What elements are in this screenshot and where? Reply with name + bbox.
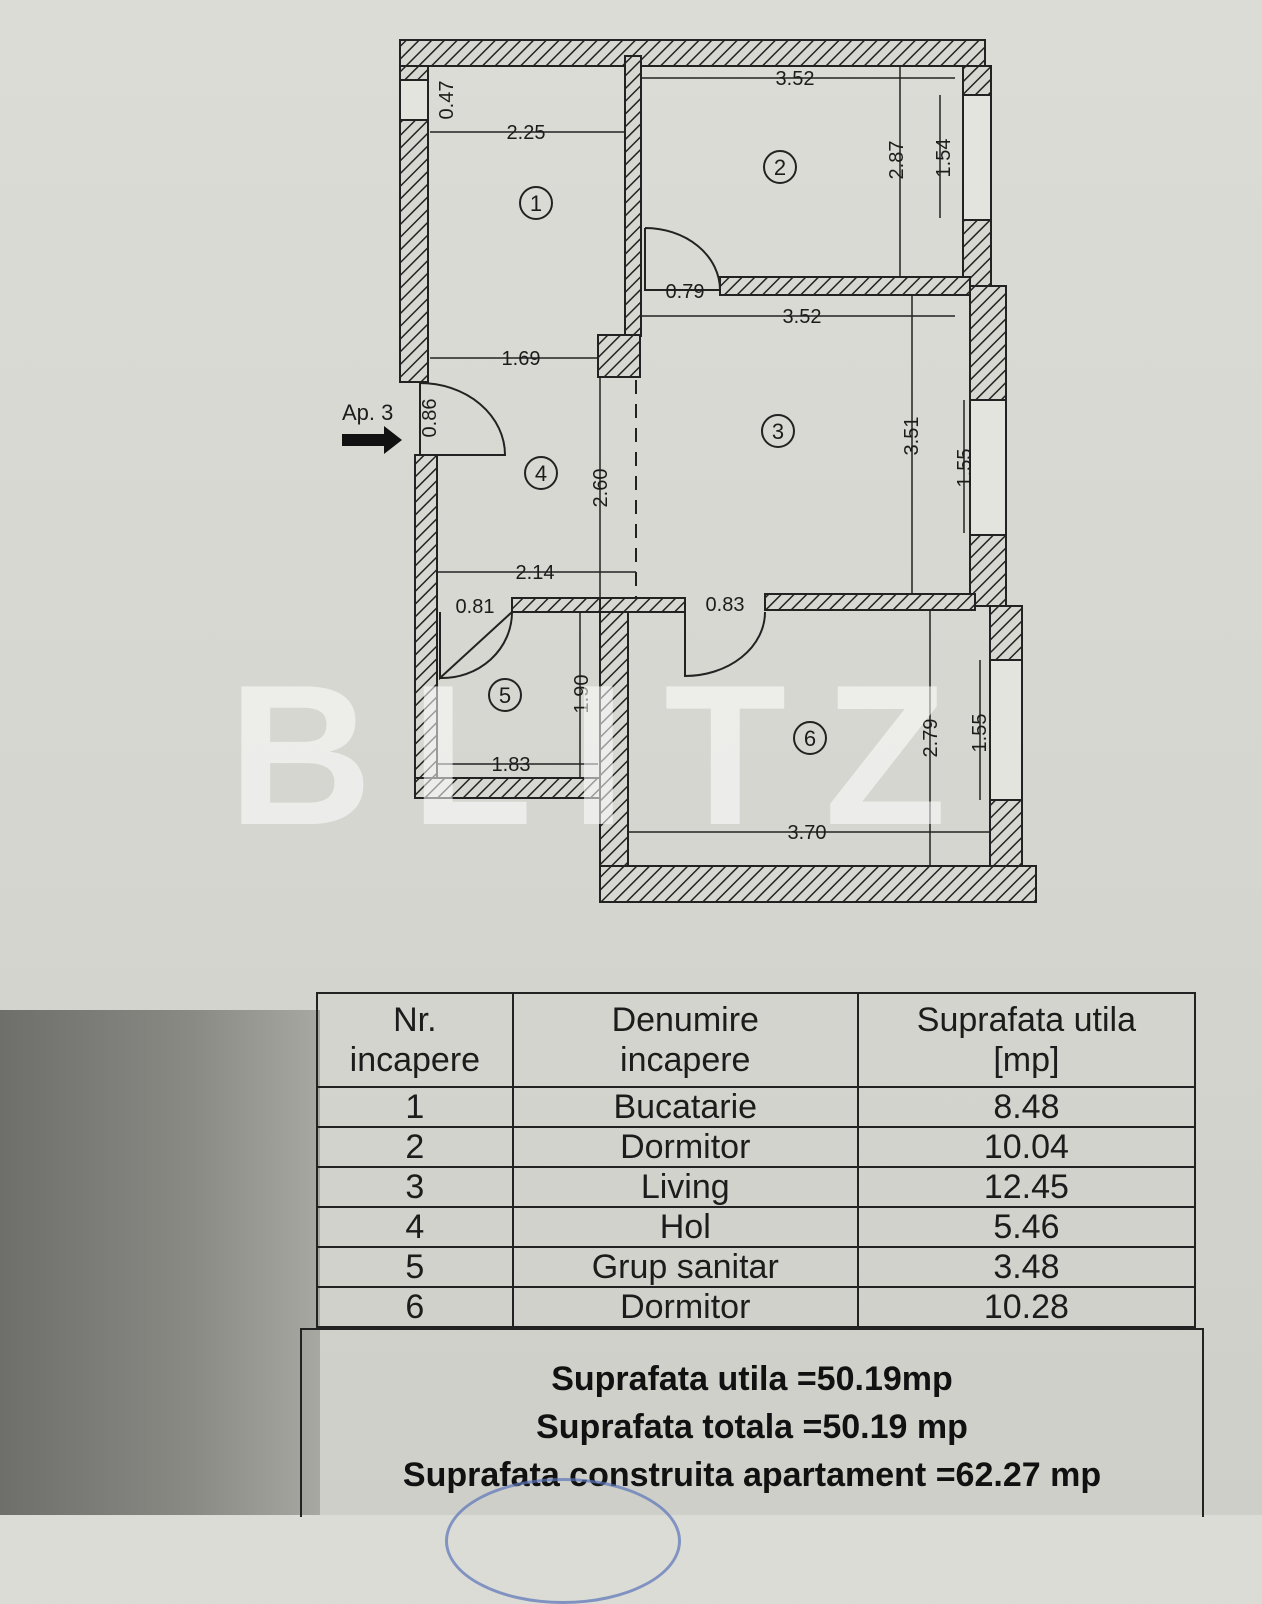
door-wc-arc: [439, 611, 513, 680]
dim-3-70: 3.70: [788, 822, 827, 844]
table-row: 1 Bucatarie 8.48: [316, 1086, 1197, 1128]
header-area: Suprafata utila[mp]: [856, 992, 1197, 1088]
wall-room6-top-left: [599, 597, 686, 613]
watermark: BLITZ: [228, 644, 985, 867]
cell-name: Grup sanitar: [511, 1246, 859, 1288]
photo-shadow: [0, 1010, 320, 1515]
wall-bottom: [599, 865, 1037, 903]
table-row: 2 Dormitor 10.04: [316, 1126, 1197, 1168]
area-summary: Suprafata utila =50.19mp Suprafata total…: [300, 1328, 1204, 1517]
wall-room6-top-right: [764, 593, 976, 611]
cell-area: 10.04: [856, 1126, 1197, 1168]
doors: [419, 227, 766, 681]
table-row: 4 Hol 5.46: [316, 1206, 1197, 1248]
dim-2-87: 2.87: [886, 141, 908, 180]
table-row: 3 Living 12.45: [316, 1166, 1197, 1208]
windows: [399, 79, 1023, 801]
window-kitchen: [399, 79, 429, 121]
door-room2: [644, 227, 722, 291]
dimension-labels: 0.47 2.25 3.52 2.87 1.54 0.79 3.52 1.69 …: [419, 68, 991, 844]
cell-name: Dormitor: [511, 1126, 859, 1168]
dim-2-60: 2.60: [590, 469, 612, 508]
dim-0-83: 0.83: [706, 594, 745, 616]
wall-left-room6: [599, 605, 629, 867]
wall-room2-bottom: [719, 276, 971, 296]
wall-column: [597, 334, 641, 378]
cell-area: 5.46: [856, 1206, 1197, 1248]
dim-0-81: 0.81: [456, 596, 495, 618]
dim-1-54: 1.54: [933, 139, 955, 178]
cell-name: Living: [511, 1166, 859, 1208]
dim-2-14: 2.14: [516, 562, 555, 584]
room-markers: [488, 150, 827, 755]
dim-3-52-top: 3.52: [776, 68, 815, 90]
dim-1-69: 1.69: [502, 348, 541, 370]
summary-built-area: Suprafata construita apartament =62.27 m…: [402, 1456, 1102, 1494]
window-room2: [962, 94, 992, 221]
wall-bottom-wc: [414, 777, 601, 799]
cell-area: 8.48: [856, 1086, 1197, 1128]
table-row: 6 Dormitor 10.28: [316, 1286, 1197, 1328]
window-room3: [969, 399, 1007, 536]
floor-plan: Ap. 3 1 2 3 4 5 6 0.47 2.25 3.52 2.87 1.…: [342, 39, 1037, 903]
header-nr: Nr.incapere: [316, 992, 514, 1088]
room-marker-2: 2: [774, 155, 786, 180]
window-room6: [989, 659, 1023, 801]
room-marker-5: 5: [499, 683, 511, 708]
dim-1-83: 1.83: [492, 754, 531, 776]
cell-nr: 2: [316, 1126, 514, 1168]
wall-mid-vertical: [624, 55, 642, 337]
dim-0-47: 0.47: [436, 81, 458, 120]
room-marker-6: 6: [804, 726, 816, 751]
summary-total-area: Suprafata totala =50.19 mp: [536, 1408, 968, 1446]
dim-2-25: 2.25: [507, 122, 546, 144]
entrance-arrow-icon: [342, 426, 402, 454]
cell-nr: 6: [316, 1286, 514, 1328]
dim-1-55-room6: 1.55: [969, 714, 991, 753]
official-stamp: [445, 1478, 681, 1604]
apartment-label: Ap. 3: [342, 400, 393, 425]
cell-nr: 4: [316, 1206, 514, 1248]
cell-area: 3.48: [856, 1246, 1197, 1288]
dim-0-86: 0.86: [419, 399, 441, 438]
cell-name: Bucatarie: [511, 1086, 859, 1128]
dim-0-79: 0.79: [666, 281, 705, 303]
dim-1-55-room3: 1.55: [954, 449, 976, 488]
cell-area: 12.45: [856, 1166, 1197, 1208]
door-entrance: [419, 382, 507, 456]
summary-usable-area: Suprafata utila =50.19mp: [551, 1360, 953, 1398]
cell-nr: 5: [316, 1246, 514, 1288]
room-marker-4: 4: [535, 461, 547, 486]
dim-1-90: 1.90: [571, 675, 593, 714]
dim-3-52-mid: 3.52: [783, 306, 822, 328]
cell-name: Hol: [511, 1206, 859, 1248]
room-marker-1: 1: [530, 191, 542, 216]
dim-3-51: 3.51: [901, 417, 923, 456]
cell-name: Dormitor: [511, 1286, 859, 1328]
dimension-lines: [430, 66, 990, 866]
door-room6: [684, 611, 766, 678]
cell-nr: 1: [316, 1086, 514, 1128]
cell-nr: 3: [316, 1166, 514, 1208]
wall-top: [399, 39, 986, 67]
dim-2-79: 2.79: [920, 719, 942, 758]
room-marker-3: 3: [772, 419, 784, 444]
cell-area: 10.28: [856, 1286, 1197, 1328]
table-row: 5 Grup sanitar 3.48: [316, 1246, 1197, 1288]
